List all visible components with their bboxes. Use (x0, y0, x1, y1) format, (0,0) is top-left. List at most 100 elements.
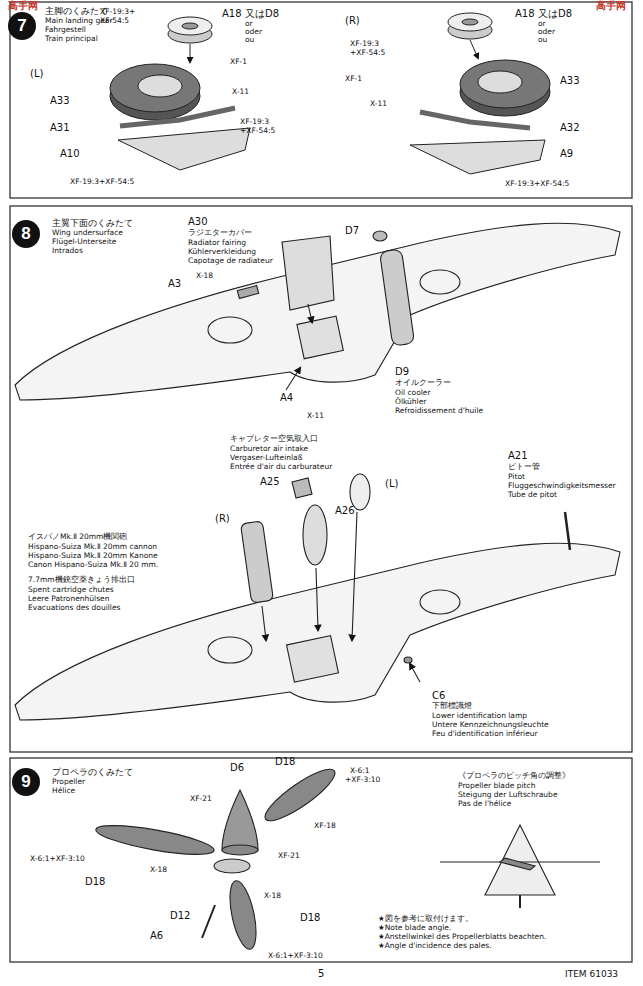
panel-frames (10, 2, 632, 962)
callout-label: A9 (560, 148, 573, 160)
callout-label: Entrée d'air du carburateur (230, 463, 332, 472)
callout-label: Steigung der Luftschraube (458, 791, 558, 800)
step-number: 9 (12, 768, 40, 796)
drawing-line (190, 44, 191, 62)
callout-label: Ölkühler (395, 398, 426, 407)
drawing-line (565, 512, 570, 550)
drawing-path (292, 478, 312, 498)
callout-label: A6 (150, 930, 163, 942)
callout-label: Oil cooler (395, 389, 431, 398)
drawing-ellipse (303, 505, 327, 565)
drawing-line (286, 368, 300, 390)
callout-label: ★図を参考に取付けます。 (378, 915, 473, 924)
callout-label: X-11 (307, 412, 324, 421)
callout-label: ou (538, 36, 547, 45)
drawing-rect (10, 206, 632, 752)
drawing-ellipse (182, 23, 198, 29)
drawing-polygon (118, 128, 250, 170)
callout-label: プロペラのくみたて (52, 767, 133, 777)
callout-label: A4 (280, 392, 293, 404)
callout-label: A33 (560, 75, 580, 87)
callout-label: Canon Hispano-Suiza Mk.Ⅱ 20 mm. (28, 561, 158, 570)
callout-label: A31 (50, 122, 70, 134)
drawing-ellipse (460, 60, 550, 108)
drawing-ellipse (420, 270, 460, 294)
callout-label: D18 (85, 876, 105, 888)
drawing-line (262, 606, 266, 640)
callout-label: XF-19:3 (350, 40, 379, 49)
callout-label: ★Anstellwinkel des Propellerblatts beach… (378, 933, 546, 942)
wing-upper (15, 223, 620, 400)
callout-label: X-11 (370, 100, 387, 109)
callout-label: Hélice (52, 787, 75, 796)
drawing-ellipse (110, 64, 200, 112)
drawing-ellipse (462, 19, 478, 25)
drawing-line (316, 568, 318, 630)
callout-label: Lower identification lamp (432, 712, 527, 721)
callout-label: 5 (318, 968, 324, 980)
callout-label: 又はD8 (538, 8, 572, 20)
callout-label: XF-19:3+ (100, 8, 135, 17)
callout-label: Flügel-Unterseite (52, 238, 116, 247)
drawing-path (15, 223, 620, 400)
drawing-ellipse (420, 590, 460, 614)
drawing-ellipse (448, 13, 492, 31)
callout-label: D7 (345, 225, 359, 237)
callout-label: A21 (508, 450, 528, 462)
callout-label: X-18 (150, 866, 167, 875)
callout-label: C6 (432, 690, 445, 702)
callout-label: XF-1 (230, 58, 247, 67)
step-number-text: 7 (17, 16, 26, 36)
callout-label: A25 (260, 476, 280, 488)
drawing-rect (287, 636, 339, 683)
callout-label: 7.7mm機銃空薬きょう排出口 (28, 576, 135, 585)
callout-label: XF-18 (314, 822, 336, 831)
drawing-line (202, 905, 215, 938)
drawing-path (222, 790, 258, 850)
step-number-text: 8 (21, 224, 30, 244)
drawing-ellipse (478, 71, 522, 93)
drawing-line (470, 40, 478, 58)
callout-label: (R) (215, 513, 230, 525)
drawing-path (500, 858, 535, 870)
callout-label: Radiator fairing (188, 239, 246, 248)
right-gear (410, 13, 550, 174)
callout-label: Capotage de radiateur (188, 257, 273, 266)
callout-label: +XF-54:5 (240, 127, 275, 136)
callout-label: XF-19:3+XF-54:5 (505, 180, 569, 189)
pitch-diagram (440, 825, 600, 908)
step-number: 8 (12, 220, 40, 248)
drawing-line (410, 664, 420, 682)
callout-label: D12 (170, 910, 190, 922)
callout-label: X-18 (264, 892, 281, 901)
callout-label: Evacuations des douilles (28, 604, 120, 613)
callout-label: キャブレター空気取入口 (230, 435, 318, 444)
callout-label: Pas de l'hélice (458, 800, 511, 809)
callout-label: ピトー管 (508, 463, 540, 472)
callout-label: Tube de pitot (508, 491, 557, 500)
callout-label: X-18 (196, 272, 213, 281)
callout-label: XF-19:3 (240, 118, 269, 127)
callout-label: Kühlerverkleidung (188, 248, 256, 257)
callout-label: Propeller blade pitch (458, 782, 535, 791)
callout-label: Carburetor air intake (230, 445, 308, 454)
drawing-path (485, 825, 555, 895)
propeller (94, 762, 341, 952)
callout-label: A32 (560, 122, 580, 134)
drawing-ellipse (350, 474, 370, 510)
drawing-polygon (410, 140, 545, 174)
drawing-line (519, 895, 521, 908)
callout-label: A18 (515, 8, 535, 20)
callout-label: XF-1 (345, 75, 362, 84)
callout-label: XF-21 (278, 852, 300, 861)
callout-label: 下部標識燈 (432, 702, 472, 711)
wing-lower (15, 474, 620, 720)
callout-label: Refroidissement d'huile (395, 407, 483, 416)
callout-label: Vergaser-Lufteinlaß (230, 454, 302, 463)
callout-label: A10 (60, 148, 80, 160)
callout-label: Hispano-Suiza Mk.Ⅱ 20mm cannon (28, 543, 157, 552)
drawing-rect (10, 2, 632, 198)
watermark: 高手网 (596, 0, 626, 12)
callout-label: ★Angle d'incidence des pales. (378, 942, 492, 951)
